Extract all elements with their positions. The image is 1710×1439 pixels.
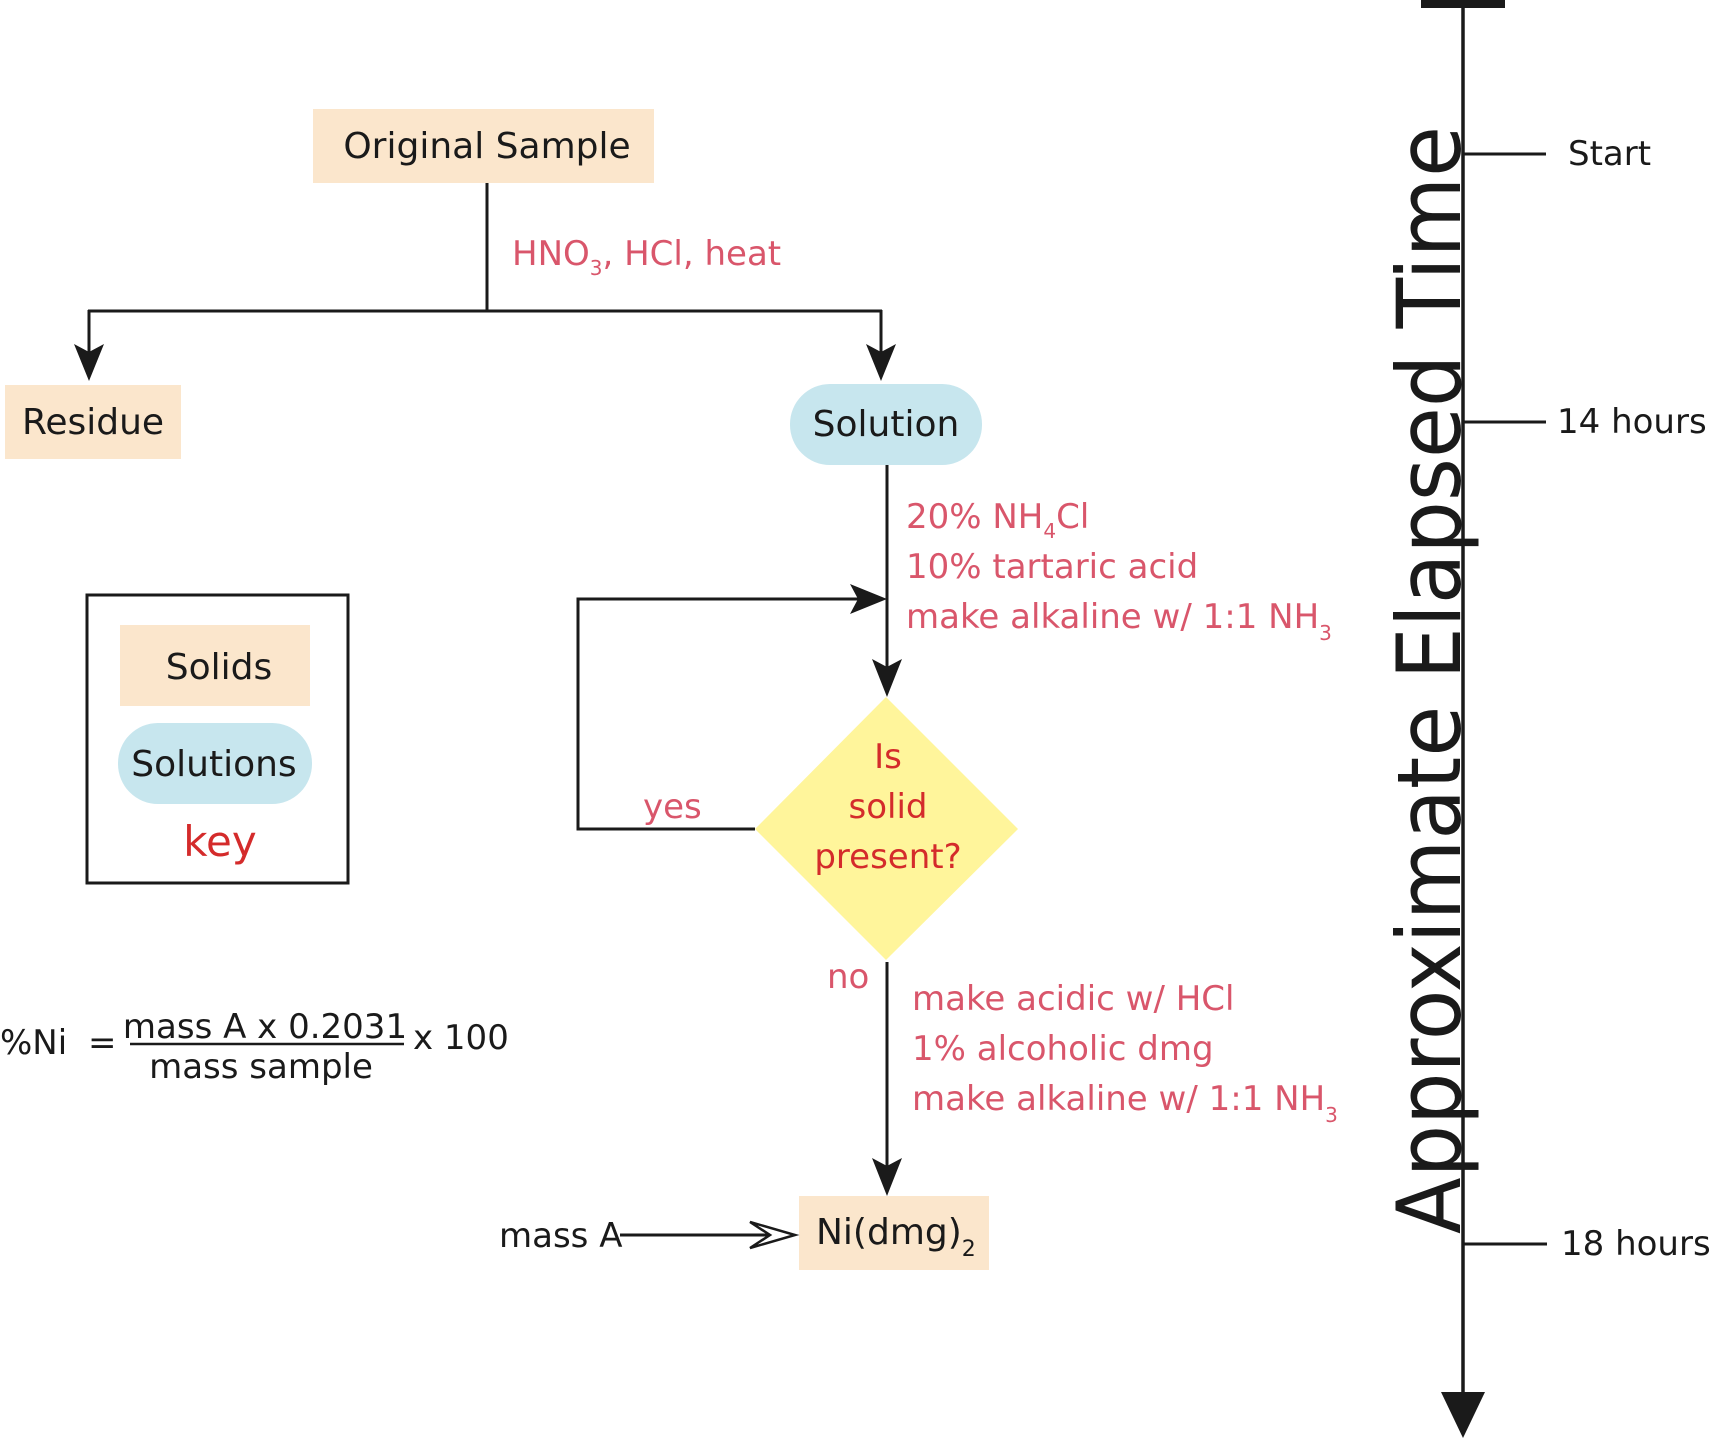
decision-node: Is solid present?	[755, 697, 1018, 960]
residue-label: Residue	[22, 402, 164, 443]
timeline-label-start: Start	[1568, 134, 1651, 174]
arrowhead-to-decision	[872, 659, 902, 697]
timeline-title: Approximate Elapsed Time	[1378, 126, 1481, 1234]
reagent-step2-line1-b: Cl	[1056, 497, 1089, 537]
legend-solids-label: Solids	[166, 647, 273, 688]
product-label: Ni(dmg)2	[816, 1212, 976, 1262]
reagent-step3-line1: make acidic w/ HCl	[912, 979, 1235, 1019]
yes-label: yes	[643, 787, 702, 827]
reagent-step2-line1-a: 20% NH	[906, 497, 1043, 537]
timeline-arrowhead	[1441, 1392, 1485, 1438]
reagent-step1: HNO3, HCl, heat	[512, 234, 781, 280]
elapsed-time-axis: Approximate Elapsed Time Start 14 hours …	[1378, 0, 1710, 1438]
formula-lhs: %Ni	[0, 1023, 67, 1063]
product-node: Ni(dmg)2	[799, 1196, 989, 1270]
arrowhead-loop-return	[850, 584, 887, 614]
formula-equals: =	[88, 1023, 117, 1063]
product-label-main: Ni(dmg)	[816, 1212, 962, 1253]
legend-solids-swatch	[120, 625, 310, 706]
reagent-step2-line2: 10% tartaric acid	[906, 547, 1198, 587]
mass-a-label: mass A	[499, 1216, 622, 1256]
timeline-label-18h: 18 hours	[1561, 1224, 1710, 1264]
reagent-step2-line3-sub: 3	[1319, 621, 1332, 645]
reagent-step3-line3-sub: 3	[1325, 1103, 1338, 1127]
product-box	[799, 1196, 989, 1270]
formula-denominator: mass sample	[149, 1047, 373, 1087]
loop-yes-connector	[576, 597, 860, 831]
solution-box	[790, 384, 982, 465]
arrowhead-to-solution	[866, 344, 896, 381]
reagent-step1-sub: 3	[590, 256, 603, 280]
percent-ni-formula: %Ni = mass A x 0.2031 mass sample x 100	[0, 1007, 509, 1087]
formula-numerator: mass A x 0.2031	[123, 1007, 407, 1047]
reagent-step2-line3: make alkaline w/ 1:1 NH3	[906, 597, 1332, 645]
decision-line-3: present?	[814, 837, 961, 877]
residue-node: Residue	[5, 385, 181, 459]
arrowhead-to-product	[872, 1158, 902, 1196]
legend-solutions-swatch	[118, 723, 312, 804]
mass-a-arrowhead	[749, 1220, 800, 1250]
arrowhead-to-residue	[74, 344, 104, 381]
reagent-step2-line3-a: make alkaline w/ 1:1 NH	[906, 597, 1319, 637]
decision-line-1: Is	[874, 737, 902, 777]
legend-solutions-label: Solutions	[131, 744, 296, 785]
original-sample-box	[313, 109, 654, 183]
original-sample-node: Original Sample	[313, 109, 654, 183]
decision-diamond	[755, 697, 1018, 960]
product-label-sub: 2	[962, 1237, 976, 1262]
formula-multiplier: x 100	[413, 1018, 509, 1058]
reagent-step1-a: HNO	[512, 234, 590, 274]
decision-line-2: solid	[849, 787, 928, 827]
reagent-step2-line1: 20% NH4Cl	[906, 497, 1089, 543]
reagent-step1-b: , HCl, heat	[603, 234, 782, 274]
reagent-step3-line3: make alkaline w/ 1:1 NH3	[912, 1079, 1338, 1127]
solution-label: Solution	[813, 404, 960, 445]
legend-key-label: key	[183, 817, 257, 866]
legend-box: Solids Solutions key	[85, 593, 350, 885]
solution-node: Solution	[790, 384, 982, 465]
legend-border	[85, 593, 350, 885]
timeline-label-14h: 14 hours	[1557, 402, 1707, 442]
no-label: no	[827, 957, 869, 997]
original-sample-label: Original Sample	[343, 126, 630, 167]
reagent-step3-line2: 1% alcoholic dmg	[912, 1029, 1214, 1069]
residue-box	[5, 385, 181, 459]
reagent-step2-line1-sub: 4	[1043, 519, 1056, 543]
reagent-step3-line3-a: make alkaline w/ 1:1 NH	[912, 1079, 1325, 1119]
